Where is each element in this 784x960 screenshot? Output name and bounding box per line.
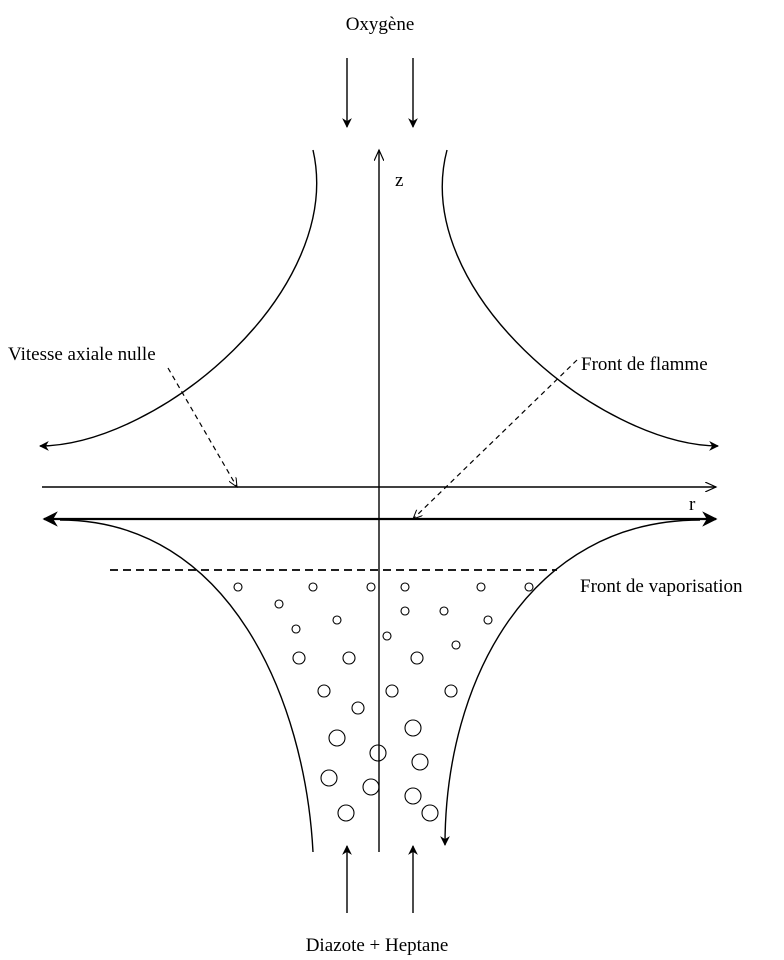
droplet (274, 599, 284, 609)
r-axis-label: r (689, 494, 696, 515)
droplet (351, 701, 365, 715)
droplet (411, 753, 429, 771)
droplet (337, 804, 355, 822)
droplet (444, 684, 458, 698)
droplet (317, 684, 331, 698)
droplet (421, 804, 439, 822)
upper-right-streamline (441, 149, 719, 451)
flame-front-label: Front de flamme (581, 354, 708, 375)
droplet (369, 744, 387, 762)
droplet (332, 615, 342, 625)
z-axis-label: z (395, 170, 403, 191)
droplet (404, 787, 422, 805)
droplet (524, 582, 534, 592)
zero-axial-velocity-label: Vitesse axiale nulle (8, 344, 156, 365)
vaporisation-front-label: Front de vaporisation (580, 576, 743, 597)
droplet (366, 582, 376, 592)
droplet (410, 651, 424, 665)
droplet (404, 719, 422, 737)
droplet (233, 582, 243, 592)
droplet (342, 651, 356, 665)
droplet (320, 769, 338, 787)
droplet (382, 631, 392, 641)
droplet (292, 651, 306, 665)
droplet (400, 582, 410, 592)
droplet (483, 615, 493, 625)
droplet (291, 624, 301, 634)
droplet (362, 778, 380, 796)
droplet (451, 640, 461, 650)
droplet (476, 582, 486, 592)
upper-left-streamline (39, 149, 318, 451)
droplet (439, 606, 449, 616)
droplet (385, 684, 399, 698)
lower-left-streamline (59, 519, 314, 853)
oxygen-inlet-label: Oxygène (346, 14, 415, 35)
flame-front-pointer (413, 359, 578, 519)
droplets (233, 582, 534, 822)
fuel-inlet-label: Diazote + Heptane (306, 935, 449, 956)
zero-axial-velocity-pointer (167, 367, 237, 487)
droplet (328, 729, 346, 747)
lower-right-streamline (440, 519, 701, 846)
droplet (308, 582, 318, 592)
droplet (400, 606, 410, 616)
